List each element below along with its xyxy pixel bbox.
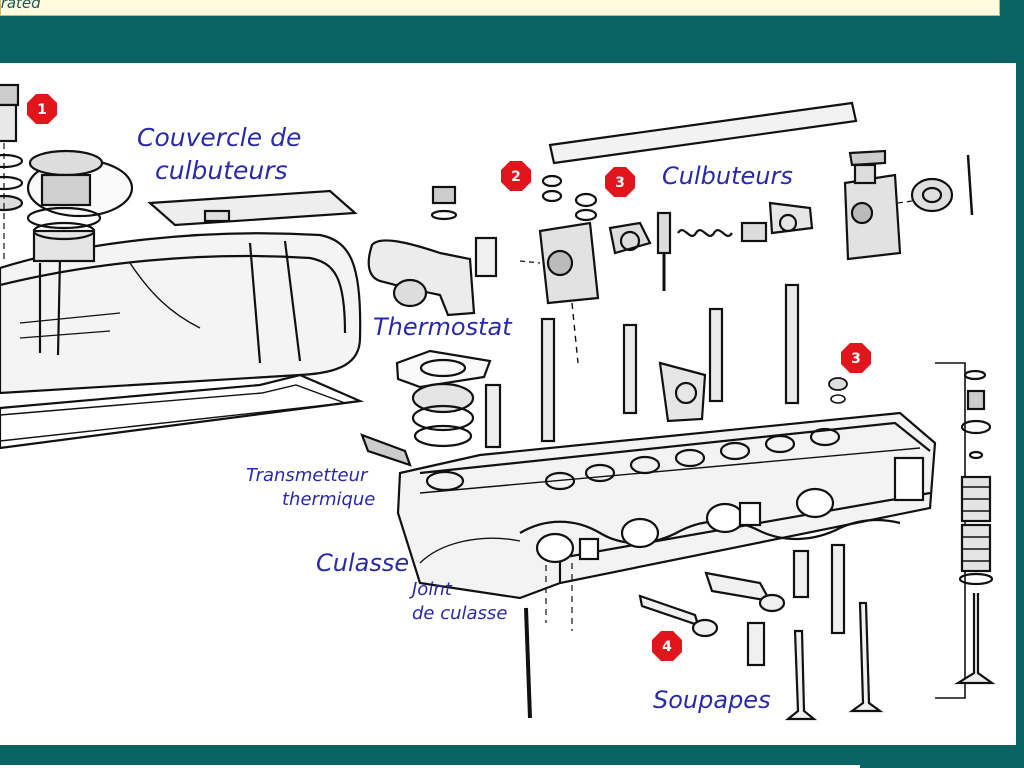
marker-4: 4 — [652, 631, 682, 661]
small-nut-3 — [828, 377, 848, 404]
caption-text: strated — [0, 0, 41, 12]
svg-text:3: 3 — [615, 175, 625, 191]
callout-markers: 1 2 3 3 4 — [27, 94, 871, 661]
marker-2: 2 — [501, 161, 531, 191]
label-thermostat: Thermostat — [373, 313, 513, 341]
svg-text:1: 1 — [37, 102, 47, 118]
rocker-shaft — [548, 101, 858, 165]
bottom-rule — [0, 765, 860, 768]
caption-bar: strated — [0, 0, 1000, 16]
label-head: Culasse — [316, 549, 409, 577]
marker-3-right: 3 — [841, 343, 871, 373]
head-studs — [540, 283, 800, 443]
label-cover-line1: Couvercle de — [137, 123, 301, 152]
valve-spring-stack — [935, 362, 996, 699]
rocker-assembly — [519, 149, 974, 305]
label-cover-line2: culbuteurs — [155, 156, 288, 185]
bottom-strip — [0, 745, 1024, 768]
svg-text:4: 4 — [662, 639, 672, 655]
oil-filler-cap — [26, 149, 134, 263]
label-gasket-line2: de culasse — [412, 603, 507, 624]
thermostat-housing — [360, 185, 502, 467]
cylinder-head — [396, 361, 937, 600]
label-sender-line2: thermique — [282, 489, 375, 510]
exploded-view: Couvercle de culbuteurs Culbuteurs Therm… — [0, 83, 996, 721]
label-valves: Soupapes — [653, 686, 771, 714]
svg-text:3: 3 — [851, 351, 861, 367]
label-gasket-line1: Joint — [409, 579, 453, 600]
engine-diagram: Couvercle de culbuteurs Culbuteurs Therm… — [0, 63, 1016, 745]
label-sender-line1: Transmetteur — [246, 465, 369, 486]
cover-nut-stack — [0, 83, 24, 263]
cover-gasket — [0, 373, 365, 450]
parts-drawing — [0, 83, 996, 721]
marker-1: 1 — [27, 94, 57, 124]
label-rockers: Culbuteurs — [662, 162, 793, 190]
rocker-cover — [0, 189, 362, 395]
marker-3-top: 3 — [605, 167, 635, 197]
svg-text:2: 2 — [511, 169, 521, 185]
valves — [524, 543, 884, 721]
diagram-labels: Couvercle de culbuteurs Culbuteurs Therm… — [137, 123, 793, 714]
